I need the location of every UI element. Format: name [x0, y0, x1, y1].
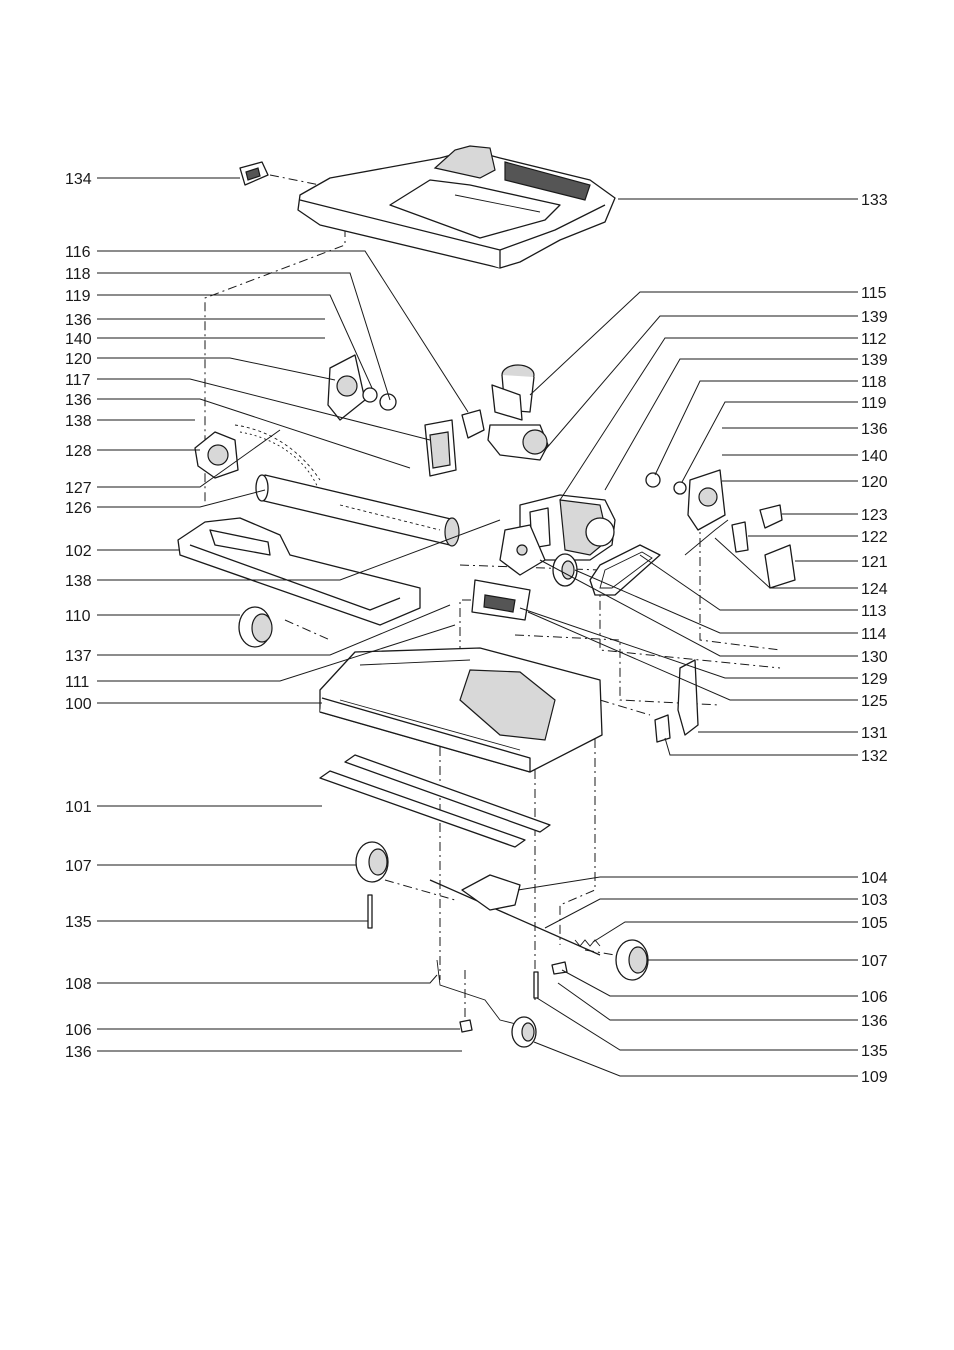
- part-128-brush-end: [194, 431, 239, 479]
- label-120: 120: [65, 351, 92, 368]
- label-127: 127: [65, 480, 92, 497]
- label-114: 114: [861, 626, 887, 643]
- label-131: 131: [861, 725, 888, 742]
- part-113-belt: [589, 544, 661, 596]
- label-134: 134: [65, 171, 92, 188]
- label-130: 130: [861, 649, 888, 666]
- part-123-lever: [759, 504, 783, 529]
- label-140: 140: [861, 448, 888, 465]
- label-117: 117: [65, 372, 91, 389]
- label-118: 118: [861, 374, 887, 391]
- label-139: 139: [861, 309, 888, 326]
- part-112-motor: [519, 494, 616, 561]
- part-135-pin-right: [533, 971, 539, 999]
- part-126-brush-roll: [255, 474, 460, 547]
- part-135-pin-left: [367, 894, 373, 929]
- label-100: 100: [65, 696, 92, 713]
- part-102-bumper-frame: [177, 517, 421, 626]
- label-135: 135: [65, 914, 92, 931]
- part-107-wheel-right: [615, 939, 649, 981]
- part-134-clip: [239, 161, 269, 186]
- label-128: 128: [65, 443, 92, 460]
- part-104-bracket: [461, 874, 521, 911]
- right-labels: 133 115 139 112 139 118 119 136 140 120 …: [861, 192, 888, 1086]
- label-133: 133: [861, 192, 888, 209]
- label-108: 108: [65, 976, 92, 993]
- label-109: 109: [861, 1069, 888, 1086]
- part-108-rod: [436, 959, 521, 1026]
- part-127-brush-bristles: [234, 424, 321, 489]
- label-121: 121: [861, 554, 888, 571]
- label-119: 119: [65, 288, 91, 305]
- label-115: 115: [861, 285, 887, 302]
- part-100-base: [319, 647, 603, 773]
- label-123: 123: [861, 507, 888, 524]
- label-137: 137: [65, 648, 92, 665]
- label-136: 136: [861, 1013, 888, 1030]
- part-133-cover: [297, 145, 616, 269]
- label-140: 140: [65, 331, 92, 348]
- label-125: 125: [861, 693, 888, 710]
- label-136: 136: [861, 421, 888, 438]
- label-118: 118: [65, 266, 91, 283]
- part-117-bracket: [424, 419, 457, 477]
- label-135: 135: [861, 1043, 888, 1060]
- label-122: 122: [861, 529, 888, 546]
- label-103: 103: [861, 892, 888, 909]
- label-110: 110: [65, 608, 91, 625]
- label-112: 112: [861, 331, 887, 348]
- label-136: 136: [65, 312, 92, 329]
- label-136: 136: [65, 392, 92, 409]
- label-107: 107: [65, 858, 92, 875]
- label-124: 124: [861, 581, 888, 598]
- label-106: 106: [861, 989, 888, 1006]
- part-109-wheel: [511, 1016, 537, 1048]
- part-122-spring-clip: [731, 521, 749, 553]
- label-119: 119: [861, 395, 887, 412]
- label-105: 105: [861, 915, 888, 932]
- part-106-clip-right: [551, 961, 568, 975]
- label-120: 120: [861, 474, 888, 491]
- part-121-bracket: [764, 544, 796, 589]
- part-114-pulley: [552, 553, 578, 587]
- label-113: 113: [861, 603, 887, 620]
- label-129: 129: [861, 671, 888, 688]
- part-107-wheel-left: [355, 841, 389, 883]
- label-138: 138: [65, 573, 92, 590]
- label-107: 107: [861, 953, 888, 970]
- part-120-right-end-cap: [645, 469, 726, 531]
- part-125-switch-board: [471, 579, 531, 621]
- label-104: 104: [861, 870, 888, 887]
- part-131-latch: [677, 659, 699, 736]
- part-101-rails: [319, 754, 551, 848]
- part-132-latch-tab: [654, 714, 671, 743]
- label-136: 136: [65, 1044, 92, 1061]
- part-115-fan-housing: [461, 364, 549, 461]
- label-111: 111: [65, 674, 89, 691]
- part-124-wire: [684, 519, 729, 556]
- part-110-wheel: [238, 606, 273, 648]
- label-116: 116: [65, 244, 91, 261]
- label-126: 126: [65, 500, 92, 517]
- part-130-shield: [499, 524, 546, 576]
- label-138: 138: [65, 413, 92, 430]
- label-132: 132: [861, 748, 888, 765]
- label-106: 106: [65, 1022, 92, 1039]
- label-101: 101: [65, 799, 92, 816]
- left-labels: 134 116 118 119 136 140 120 117 136 138 …: [65, 171, 92, 1061]
- part-105-spring: [574, 939, 601, 947]
- label-102: 102: [65, 543, 92, 560]
- leader-lines: [97, 177, 858, 1077]
- part-103-axle: [429, 879, 601, 956]
- label-139: 139: [861, 352, 888, 369]
- part-106-clip-lower: [459, 1019, 473, 1033]
